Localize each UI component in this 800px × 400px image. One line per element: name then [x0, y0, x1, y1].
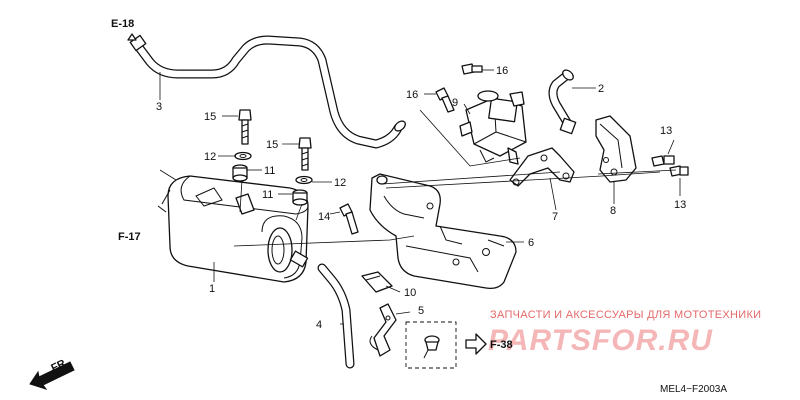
callout-16-left: 16 — [406, 89, 418, 101]
callout-14: 14 — [318, 211, 330, 223]
callout-15-right: 15 — [266, 139, 278, 151]
callout-12-right: 12 — [334, 177, 346, 189]
callout-2: 2 — [598, 83, 604, 95]
ref-f17: F-17 — [118, 231, 141, 243]
hose-4 — [317, 263, 355, 369]
callout-6: 6 — [528, 237, 534, 249]
callout-3: 3 — [156, 101, 162, 113]
pad-10 — [361, 271, 393, 293]
callout-13-bottom: 13 — [674, 199, 686, 211]
callout-4: 4 — [316, 319, 322, 331]
diagram-code: MEL4−F2003A — [660, 384, 727, 395]
callout-11-left: 11 — [264, 165, 275, 177]
callout-9: 9 — [452, 97, 458, 109]
bolt-15-left — [238, 109, 252, 145]
callout-13-top: 13 — [660, 125, 672, 137]
bolt-13-top — [651, 155, 675, 167]
callout-5: 5 — [418, 305, 424, 317]
washer-12-right — [295, 175, 313, 185]
bolt-13-bottom — [669, 165, 689, 177]
f38-detail-box — [405, 321, 457, 369]
callout-12-left: 12 — [204, 151, 216, 163]
stay-5 — [369, 303, 397, 357]
watermark-tagline: ЗАПЧАСТИ И АКСЕССУАРЫ ДЛЯ МОТОТЕХНИКИ — [490, 309, 761, 321]
stay-7 — [509, 147, 575, 187]
front-direction-arrow — [29, 361, 75, 390]
hose-3 — [129, 34, 406, 149]
washer-12-left — [234, 151, 252, 161]
callout-16-top: 16 — [496, 65, 508, 77]
callout-11-right: 11 — [262, 189, 273, 201]
bolt-16-left — [435, 87, 455, 113]
bolt-16-top — [461, 63, 483, 75]
f38-arrow — [465, 333, 487, 355]
assembly-guide-lines — [159, 109, 677, 247]
hose-2 — [548, 69, 577, 135]
ref-f38: F-38 — [490, 339, 513, 351]
callout-8: 8 — [610, 205, 616, 217]
bolt-14 — [339, 203, 359, 235]
callout-1: 1 — [209, 283, 215, 295]
canister-1 — [157, 175, 309, 283]
callout-10: 10 — [404, 287, 416, 299]
bracket-8 — [595, 115, 637, 183]
ref-e18-arrow — [127, 33, 137, 41]
grommet-11-right — [292, 189, 308, 206]
callout-7: 7 — [552, 211, 558, 223]
bracket-6 — [369, 173, 517, 290]
grommet-11-left — [232, 164, 248, 182]
bolt-15-right — [298, 137, 312, 171]
solenoid-valve-9 — [459, 90, 527, 165]
ref-e18: E-18 — [111, 18, 134, 30]
watermark-logo-text: PARTSFOR.RU — [488, 324, 713, 357]
callout-leaders — [159, 69, 681, 325]
callout-15-left: 15 — [204, 111, 216, 123]
